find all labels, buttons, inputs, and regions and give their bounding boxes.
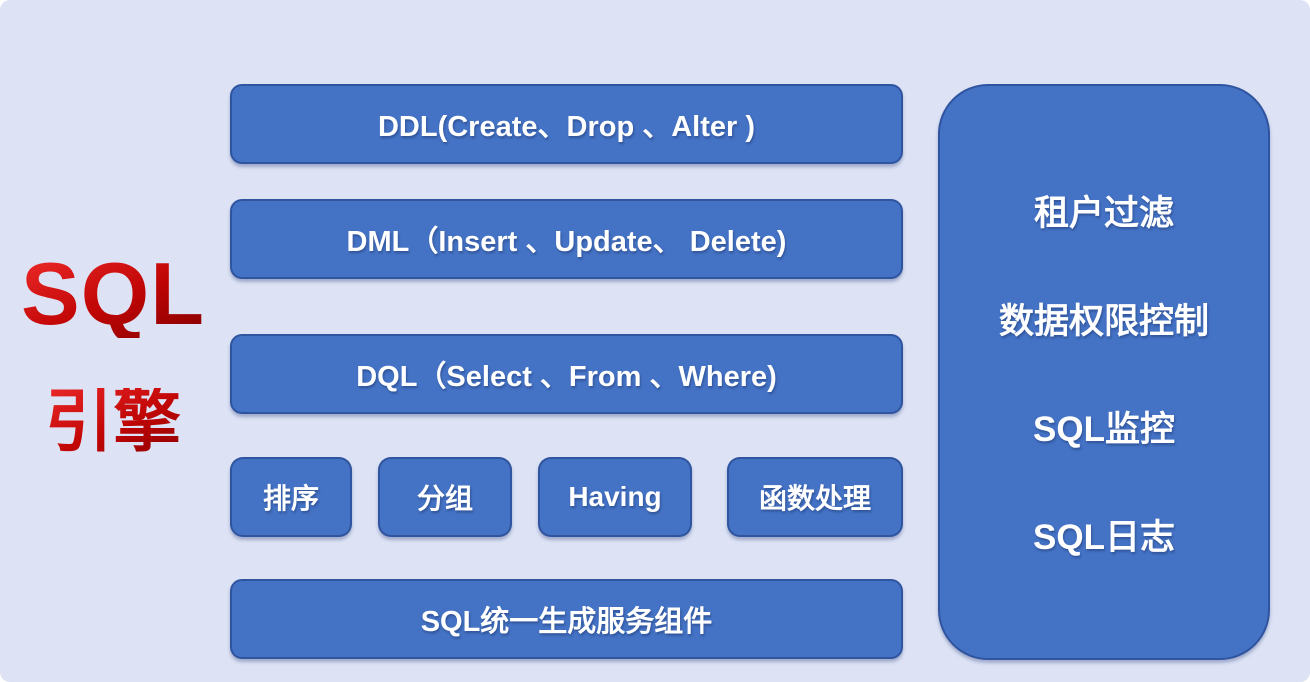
sql-log-item: SQL日志 [1033, 517, 1175, 557]
diagram-title: SQL 引擎 [14, 250, 212, 457]
sql-generation-service-box: SQL统一生成服务组件 [230, 579, 903, 659]
having-clause-box: Having [538, 457, 692, 537]
sql-monitor-item: SQL监控 [1033, 409, 1175, 449]
data-permission-item: 数据权限控制 [998, 301, 1209, 341]
title-engine: 引擎 [14, 388, 212, 456]
dql-box: DQL（Select 、From 、Where) [230, 334, 903, 414]
function-clause-box: 函数处理 [727, 457, 903, 537]
group-clause-box: 分组 [378, 457, 512, 537]
tenant-filter-item: 租户过滤 [1033, 193, 1174, 233]
sort-clause-box: 排序 [230, 457, 352, 537]
title-sql: SQL [14, 250, 212, 338]
governance-side-panel: 租户过滤 数据权限控制 SQL监控 SQL日志 [938, 84, 1270, 660]
dml-box: DML（Insert 、Update、 Delete) [230, 199, 903, 279]
ddl-box: DDL(Create、Drop 、Alter ) [230, 84, 903, 164]
